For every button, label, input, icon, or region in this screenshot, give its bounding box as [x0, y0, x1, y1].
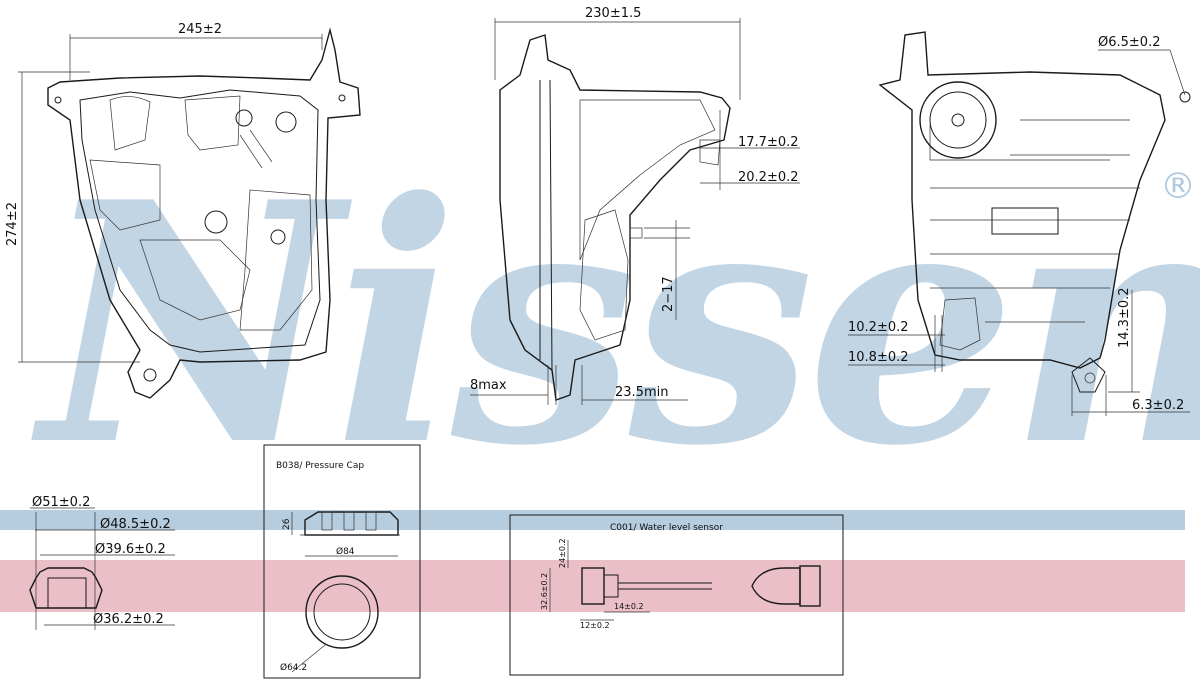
neck-dia-4: Ø36.2±0.2 [93, 612, 164, 627]
brand-watermark: Nissens [30, 130, 1200, 518]
neck-dia-3: Ø39.6±0.2 [95, 542, 166, 557]
sensor-dim-c: 14±0.2 [614, 602, 644, 611]
neck-detail: Ø51±0.2 Ø48.5±0.2 Ø39.6±0.2 Ø36.2±0.2 [29, 495, 175, 630]
rear-dim-a: 10.2±0.2 [848, 320, 909, 335]
rear-dim-d: 6.3±0.2 [1132, 398, 1184, 413]
level-sensor-title: C001/ Water level sensor [610, 523, 723, 533]
level-sensor-frame [509, 514, 844, 676]
sensor-dim-d: 12±0.2 [580, 621, 610, 630]
pressure-cap-dia-top: Ø84 [336, 546, 355, 557]
registered-mark: ® [1160, 166, 1196, 207]
pressure-cap-frame [263, 444, 421, 679]
rear-view: Ø6.5±0.2 10.2±0.2 10.8±0.2 14.3±0.2 6.3±… [848, 31, 1191, 416]
side-dim-a: 17.7±0.2 [738, 135, 799, 150]
front-width-dim: 245±2 [178, 22, 222, 37]
pressure-cap-dia-bottom: Ø64.2 [280, 662, 307, 673]
pressure-cap-height: 26 [282, 518, 292, 530]
sensor-dim-a: 24±0.2 [558, 538, 567, 568]
side-dim-b: 20.2±0.2 [738, 170, 799, 185]
level-sensor-detail: C001/ Water level sensor 24±0.2 32.6±0.2… [509, 514, 844, 676]
rear-hole-dim: Ø6.5±0.2 [1098, 35, 1160, 50]
neck-dia-1: Ø51±0.2 [32, 495, 90, 510]
side-dim-c: 2−17 [661, 276, 676, 312]
sensor-dim-b: 32.6±0.2 [540, 573, 549, 610]
pressure-cap-title: B038/ Pressure Cap [276, 461, 364, 471]
rear-dim-c: 14.3±0.2 [1117, 287, 1132, 348]
side-width-dim: 230±1.5 [585, 6, 641, 21]
front-height-dim: 274±2 [5, 202, 20, 246]
front-view: 245±2 274±2 [5, 22, 361, 399]
side-view: 230±1.5 17.7±0.2 20.2±0.2 2−17 8max 23.5… [470, 6, 800, 405]
pressure-cap-detail: B038/ Pressure Cap 26 Ø84 Ø64.2 [263, 444, 421, 679]
blue-band [0, 510, 1185, 530]
neck-dia-2: Ø48.5±0.2 [100, 517, 171, 532]
side-dim-e: 23.5min [615, 385, 668, 400]
rear-dim-b: 10.8±0.2 [848, 350, 909, 365]
side-dim-d: 8max [470, 378, 507, 393]
